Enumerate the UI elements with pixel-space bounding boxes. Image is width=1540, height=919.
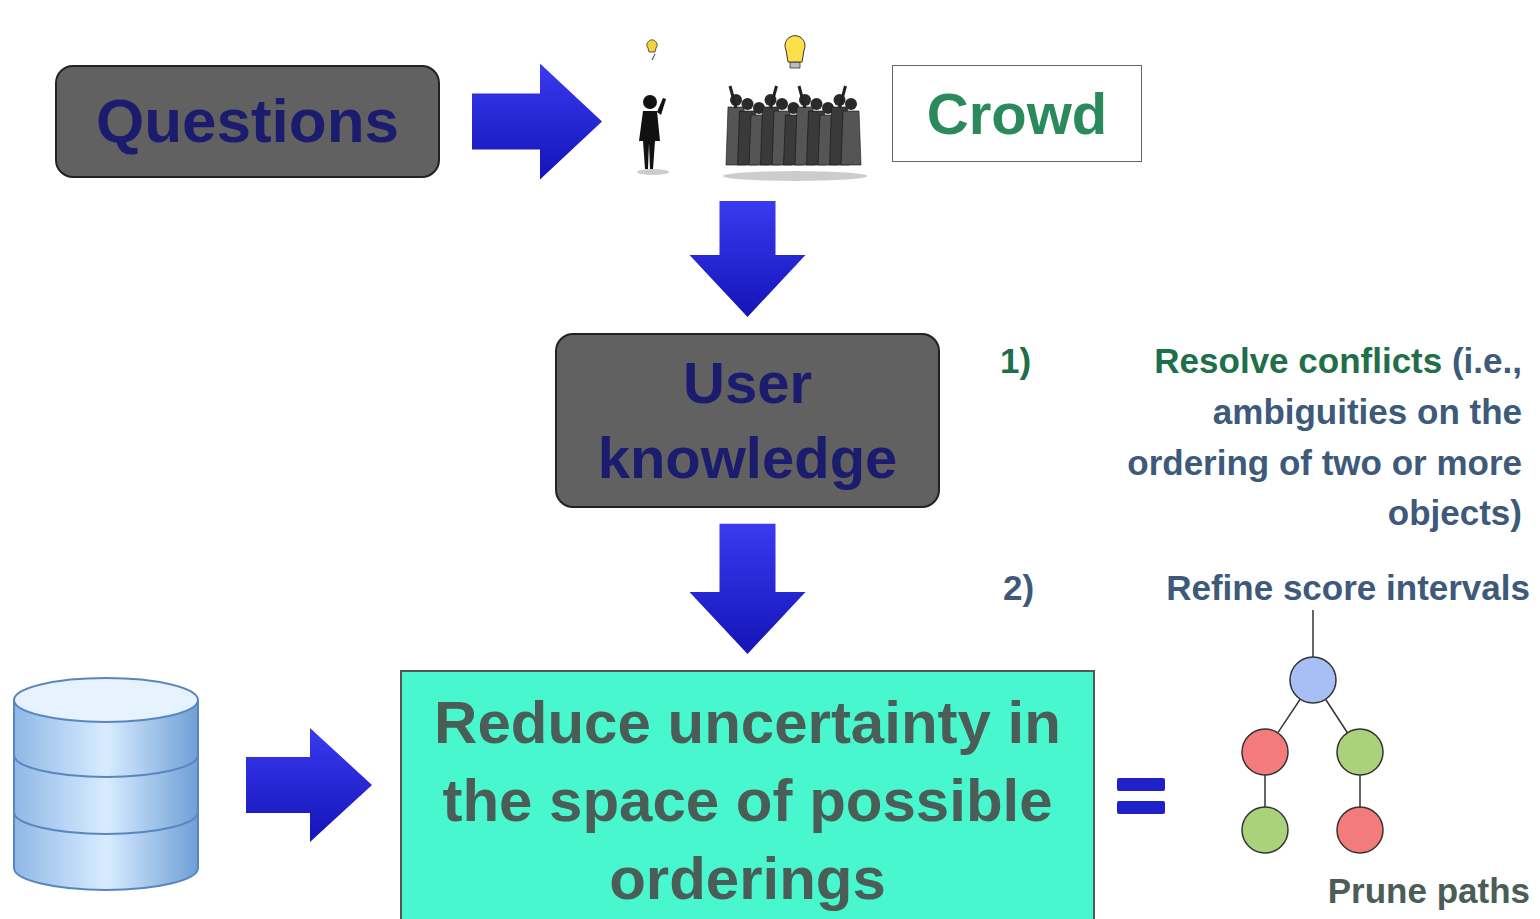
node-text: Reduce uncertainty in the space of possi… [418,684,1077,918]
process-box: Questions [55,65,440,178]
step-text: Resolve conflicts (i.e., ambiguities on … [1062,336,1522,539]
database-icon [14,678,198,890]
crowd-group: Crowd [610,0,1145,185]
block-arrow [690,201,806,317]
result-box: Reduce uncertainty in the space of possi… [400,670,1095,919]
tree-icon [1242,610,1383,853]
block-arrow [690,524,806,654]
step-heading: Resolve conflicts [1154,341,1442,380]
callout-number: 2) [1003,563,1063,612]
crowd-illustration [610,0,880,185]
caption-text: Prune paths [1260,866,1530,915]
callout-number: 1) [1000,336,1060,385]
node-text: Questions [96,81,399,162]
process-box: User knowledge [555,333,940,508]
crowd-label: Crowd [892,65,1142,162]
equals-sign [1117,778,1165,814]
block-arrow [246,728,372,842]
node-text: User knowledge [573,345,922,496]
step-text: Refine score intervals [1070,563,1530,612]
block-arrow [472,64,602,180]
